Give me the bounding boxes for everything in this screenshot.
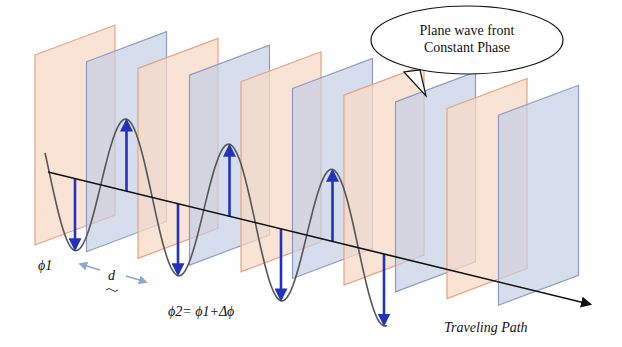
distance-label: d xyxy=(108,268,115,284)
path-label: Traveling Path xyxy=(444,320,528,336)
callout-tail xyxy=(404,70,426,96)
wave-front-plane xyxy=(499,85,579,305)
bubble-text: Plane wave front Constant Phase xyxy=(407,23,527,57)
distance-arrow xyxy=(80,264,100,270)
field-vector xyxy=(74,179,77,249)
field-vector xyxy=(383,254,386,324)
field-vector xyxy=(228,146,231,216)
phase-equation: ϕ2= ϕ1+Δϕ xyxy=(168,304,234,320)
travel-axis xyxy=(48,172,590,304)
distance-arrow xyxy=(126,276,146,282)
sine-wave xyxy=(45,119,590,326)
tilde-mark xyxy=(106,289,118,292)
field-vector xyxy=(177,204,180,274)
field-vector xyxy=(280,229,283,299)
sine-curve xyxy=(45,119,387,326)
phase-label: ϕ1 xyxy=(38,258,52,274)
field-vector xyxy=(331,171,334,241)
speech-bubble: Plane wave front Constant Phase xyxy=(370,5,564,75)
field-vector xyxy=(125,121,128,191)
